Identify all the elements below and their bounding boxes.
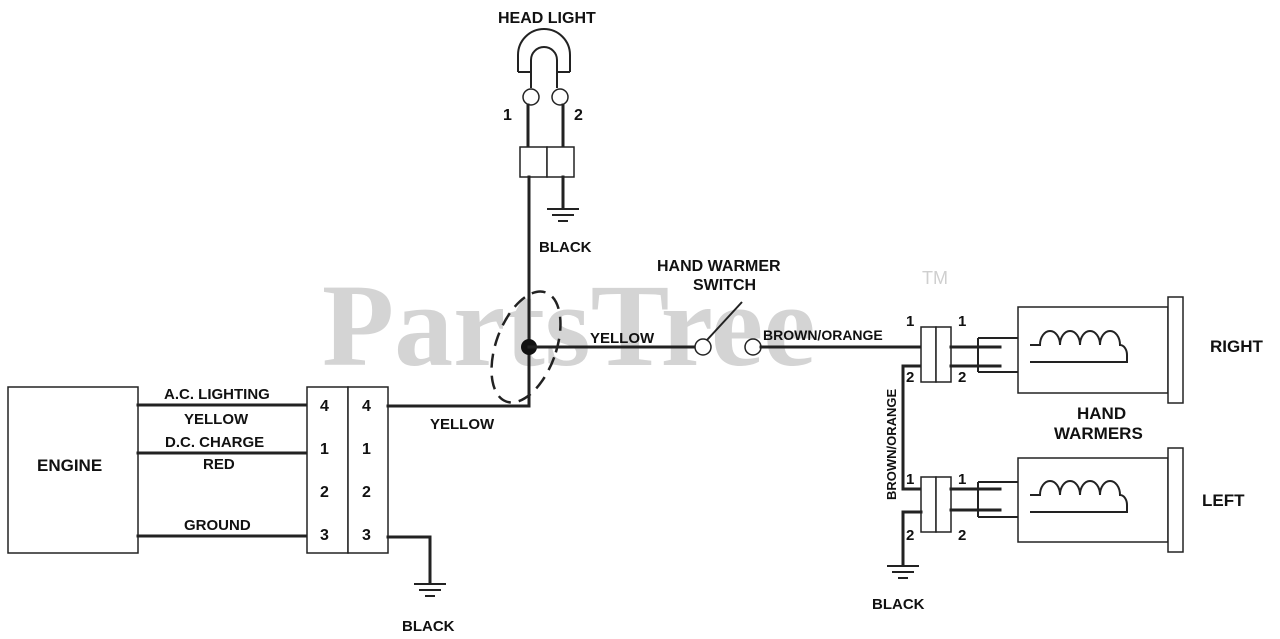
- head-light-ground-icon: [547, 208, 579, 222]
- ground-label: GROUND: [184, 517, 251, 534]
- left-label: LEFT: [1202, 491, 1245, 510]
- head-light-bulb-inner: [530, 46, 558, 72]
- left-warmer-body: [1017, 457, 1169, 543]
- connector-yellow-label: YELLOW: [430, 416, 495, 433]
- engine-connector-right-half: [347, 386, 389, 554]
- right-pin-1-inner: 1: [958, 313, 966, 330]
- engine-label: ENGINE: [37, 456, 102, 475]
- right-pin-2-inner: 2: [958, 369, 966, 386]
- watermark-text: PartsTree: [322, 260, 816, 391]
- hand-label: HAND: [1077, 404, 1126, 423]
- head-light: HEAD LIGHT 1 2 BLACK: [498, 10, 596, 256]
- engine-connector: 4 1 2 3 4 1 2 3 YELLOW BLACK: [306, 386, 531, 635]
- right-connector-right: [935, 326, 952, 383]
- engine-connector-pin-2-right: 2: [362, 484, 371, 501]
- engine-yellow-label: YELLOW: [184, 411, 249, 428]
- switch-label-line1: HAND WARMER: [657, 258, 781, 275]
- engine-connector-pin-4-left: 4: [320, 398, 329, 415]
- head-light-terminal-2: [551, 88, 569, 106]
- right-warmer-cap: [1167, 296, 1184, 404]
- left-pin-1-inner: 1: [958, 471, 966, 488]
- watermark-tm: TM: [922, 268, 948, 288]
- engine-black-label: BLACK: [402, 618, 455, 635]
- switch-brown-label: BROWN/ORANGE: [763, 327, 883, 343]
- engine-box: [7, 386, 139, 554]
- right-warmer-body: [1017, 306, 1169, 394]
- switch-terminal-a: [694, 338, 712, 356]
- left-pin-2-outer: 2: [906, 527, 914, 544]
- engine-connector-left-half: [306, 386, 349, 554]
- left-warmer-coil-icon: [1030, 480, 1128, 513]
- right-label: RIGHT: [1210, 337, 1264, 356]
- head-light-label: HEAD LIGHT: [498, 10, 596, 27]
- switch-yellow-label: YELLOW: [590, 330, 655, 347]
- head-light-pin-2: 2: [574, 107, 583, 124]
- dc-charge-label: D.C. CHARGE: [165, 434, 264, 451]
- right-pin-2-outer: 2: [906, 369, 914, 386]
- warmers-label: WARMERS: [1054, 424, 1143, 443]
- vertical-brown-orange-label: BROWN/ORANGE: [884, 388, 899, 500]
- right-warmer-coil-icon: [1030, 330, 1128, 363]
- switch-terminal-b: [744, 338, 762, 356]
- left-connector-right: [935, 476, 952, 533]
- switch-lever: [706, 301, 743, 341]
- engine-connector-pin-3-left: 3: [320, 527, 329, 544]
- hand-warmer-black-label: BLACK: [872, 596, 925, 613]
- head-light-black-label: BLACK: [539, 239, 592, 256]
- right-connector-left: [920, 326, 937, 383]
- engine-connector-pin-3-right: 3: [362, 527, 371, 544]
- head-light-connector-left: [519, 146, 548, 178]
- engine-connector-pin-1-right: 1: [362, 441, 371, 458]
- hand-warmer-ground-icon: [887, 565, 919, 579]
- left-pin-2-inner: 2: [958, 527, 966, 544]
- engine-connector-pin-1-left: 1: [320, 441, 329, 458]
- hand-warmer-switch: HAND WARMER SWITCH YELLOW BROWN/ORANGE: [527, 258, 923, 356]
- left-connector-left: [920, 476, 937, 533]
- left-pin-1-outer: 1: [906, 471, 914, 488]
- ac-lighting-label: A.C. LIGHTING: [164, 386, 270, 403]
- engine: ENGINE A.C. LIGHTING YELLOW D.C. CHARGE …: [7, 386, 309, 554]
- right-pin-1-outer: 1: [906, 313, 914, 330]
- head-light-pin-1: 1: [503, 107, 512, 124]
- head-light-connector-right: [546, 146, 575, 178]
- engine-ground-icon: [414, 583, 446, 597]
- left-warmer-cap: [1167, 447, 1184, 553]
- switch-label-line2: SWITCH: [693, 277, 756, 294]
- head-light-bulb-outer: [517, 28, 571, 72]
- hand-warmers: BROWN/ORANGE 1 2 1 2 RIGHT HAND WARMERS …: [872, 296, 1264, 613]
- engine-connector-pin-4-right: 4: [362, 398, 371, 415]
- red-label: RED: [203, 456, 235, 473]
- head-light-terminal-1: [522, 88, 540, 106]
- engine-connector-pin-2-left: 2: [320, 484, 329, 501]
